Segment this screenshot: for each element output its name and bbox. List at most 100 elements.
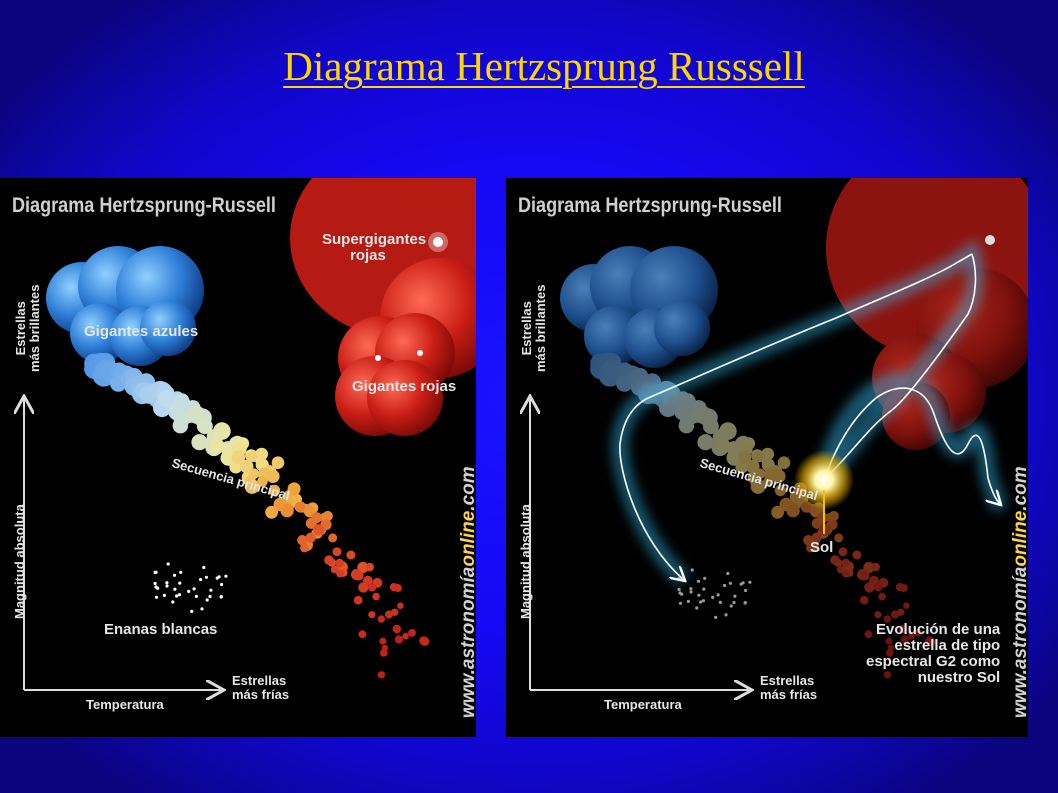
main-sequence-star <box>886 649 894 657</box>
main-sequence-star <box>903 602 910 609</box>
white-dwarf-star <box>744 588 748 593</box>
white-dwarf-star <box>677 587 681 592</box>
slide-title[interactable]: Diagrama Hertzsprung Russsell <box>283 43 805 89</box>
main-sequence-star <box>191 434 208 451</box>
main-sequence-star <box>248 468 260 480</box>
blue-giants-label: Gigantes azules <box>84 323 199 340</box>
white-dwarf-star <box>190 609 194 613</box>
panel-title: Diagrama Hertzsprung-Russell <box>518 194 782 217</box>
main-sequence-star <box>244 476 257 489</box>
white-dwarf-star <box>199 577 203 582</box>
main-sequence-star <box>885 637 893 645</box>
main-sequence-star <box>328 533 338 543</box>
white-dwarf-star <box>689 590 693 594</box>
main-sequence-star <box>874 611 882 619</box>
x-axis-end-label: Estrellas más frías <box>232 673 290 702</box>
white-dwarf-star <box>714 615 718 619</box>
white-dwarf-star <box>723 583 727 588</box>
main-sequence-star <box>300 543 309 553</box>
main-sequence-star <box>408 629 416 637</box>
main-sequence-star <box>774 484 787 497</box>
white-dwarf-stars-dim <box>677 568 752 619</box>
white-dwarf-star <box>686 599 690 603</box>
main-sequence-star <box>363 575 373 586</box>
white-dwarf-star <box>699 600 703 604</box>
main-sequence-star <box>786 503 800 518</box>
white-dwarf-star <box>178 581 182 585</box>
white-dwarf-star <box>166 562 170 566</box>
white-dwarf-star <box>733 594 737 598</box>
white-dwarf-star <box>729 604 733 608</box>
main-sequence-star <box>335 558 345 568</box>
main-sequence-star <box>365 562 374 572</box>
white-dwarf-star <box>748 580 752 584</box>
white-dwarf-star <box>177 593 181 597</box>
main-sequence-star <box>900 635 909 644</box>
hr-evolution-graphic <box>506 178 1028 737</box>
main-sequence-star <box>266 469 280 483</box>
white-dwarf-star <box>718 600 722 604</box>
main-sequence-star <box>346 550 356 560</box>
main-sequence-star <box>852 550 862 560</box>
main-sequence-star <box>874 583 883 592</box>
main-sequence-star <box>231 450 246 464</box>
main-sequence-star <box>239 459 254 474</box>
white-dwarf-star <box>194 594 198 598</box>
main-sequence-star <box>381 644 389 652</box>
main-sequence-star <box>305 517 317 529</box>
main-sequence-star <box>828 510 839 522</box>
main-sequence-star <box>297 535 308 546</box>
main-sequence-star <box>841 558 850 568</box>
white-dwarf-star <box>205 598 209 602</box>
white-dwarf-star <box>209 588 213 592</box>
main-sequence-star <box>926 637 936 646</box>
white-dwarf-star <box>215 576 219 580</box>
white-dwarf-star <box>743 601 747 605</box>
white-dwarf-star <box>202 565 206 570</box>
red-supergiants <box>290 178 476 436</box>
white-dwarf-star <box>726 571 730 576</box>
main-sequence-star <box>393 584 402 592</box>
white-dwarf-star <box>690 568 694 572</box>
main-sequence-star <box>830 555 840 565</box>
main-sequence-star <box>883 671 892 679</box>
main-sequence-star <box>172 417 189 434</box>
main-sequence-star <box>752 451 764 463</box>
white-dwarf-star <box>739 582 743 586</box>
watermark-url: www.astronomíaonline.com <box>458 466 476 718</box>
main-sequence-star <box>914 629 922 637</box>
main-sequence-star <box>806 543 815 553</box>
white-dwarf-stars <box>153 562 228 613</box>
white-dwarf-star <box>171 600 175 604</box>
main-sequence-star <box>368 583 377 592</box>
main-sequence-star <box>402 632 409 640</box>
white-dwarf-star <box>701 599 705 603</box>
white-dwarf-star <box>208 594 212 599</box>
white-dwarfs-label: Enanas blancas <box>104 621 218 638</box>
main-sequence-star <box>878 592 886 601</box>
x-axis-label: Temperatura <box>604 697 682 712</box>
main-sequence-star <box>255 447 269 461</box>
main-sequence-star <box>777 456 791 470</box>
main-sequence-star <box>280 503 294 518</box>
main-sequence-star <box>268 484 281 497</box>
main-sequence-star <box>377 615 385 623</box>
main-sequence-star <box>887 644 895 652</box>
main-sequence-star <box>157 390 175 408</box>
main-sequence-star <box>737 450 752 464</box>
main-sequence-star <box>898 624 907 634</box>
y-axis-label: Magnitud absoluta <box>12 504 27 619</box>
main-sequence-star <box>834 533 844 543</box>
sun-label: Sol <box>810 539 834 556</box>
main-sequence-star <box>869 575 879 586</box>
main-sequence-star <box>380 649 388 657</box>
main-sequence-star <box>353 595 363 605</box>
x-axis-end-label: Estrellas más frías <box>760 673 818 702</box>
main-sequence-star <box>394 635 403 644</box>
white-dwarf-star <box>728 581 732 585</box>
main-sequence-star <box>368 611 376 619</box>
main-sequence-star <box>750 476 763 489</box>
main-sequence-star <box>859 595 869 605</box>
white-dwarf-star <box>175 594 179 598</box>
blue-giants <box>46 246 204 366</box>
